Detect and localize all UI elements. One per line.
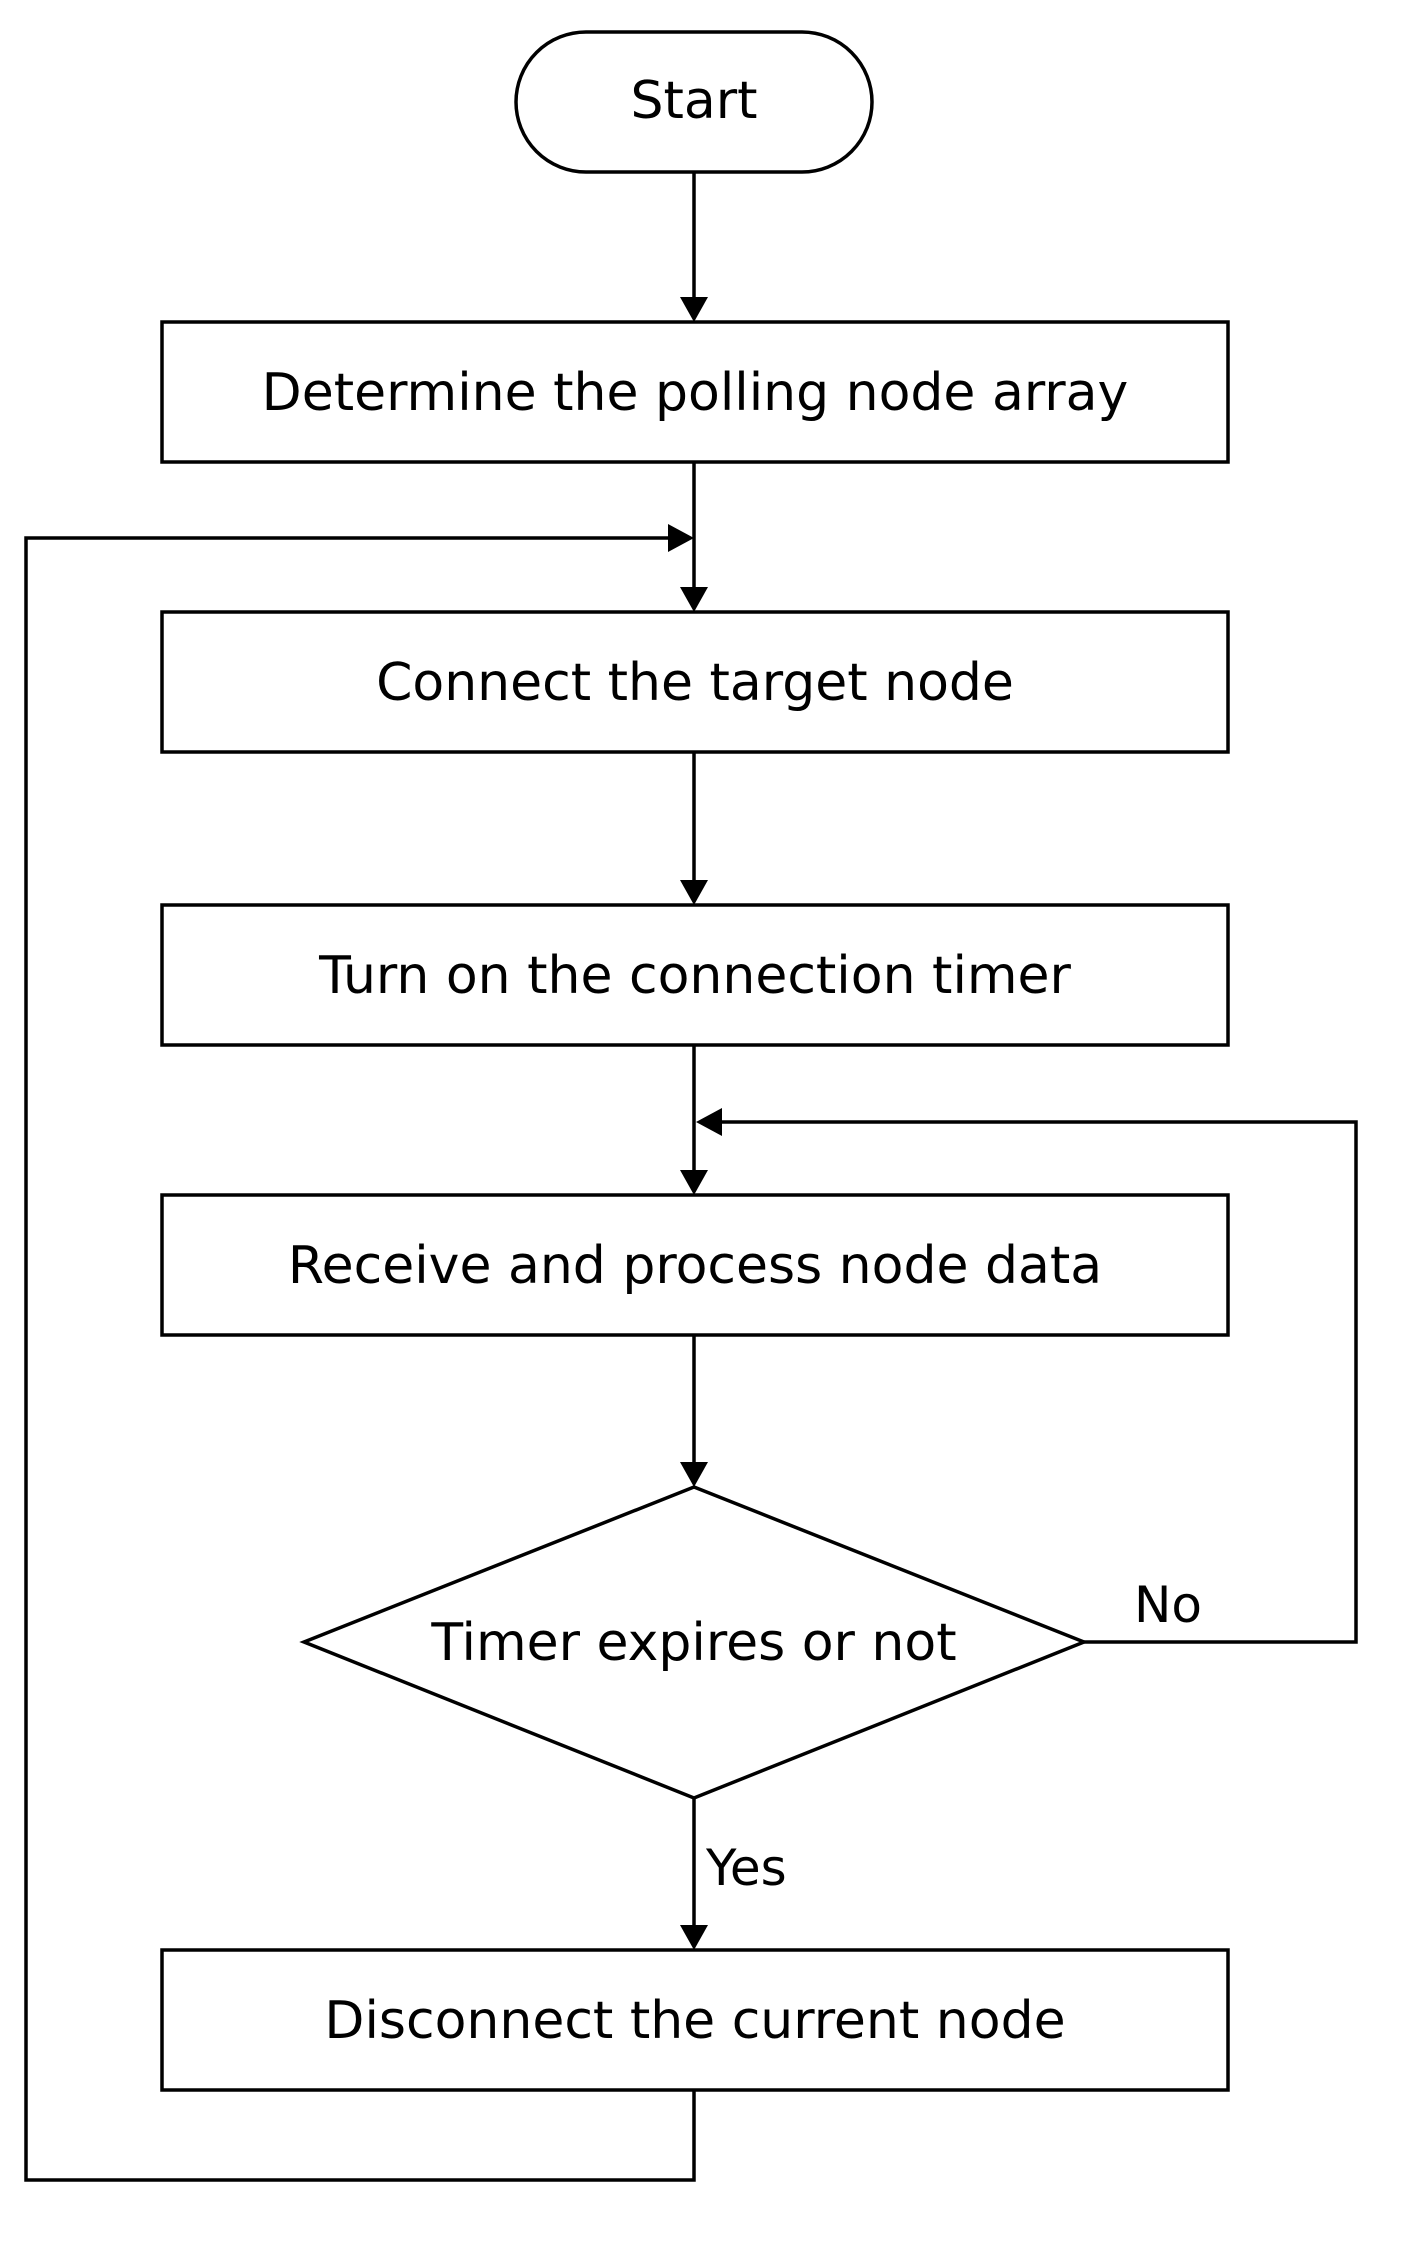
decision-node: Timer expires or not [299, 1485, 1089, 1800]
edge-decision-receive-no: No [696, 1108, 1358, 1644]
connect-node: Connect the target node [160, 610, 1230, 754]
timer-on-label: Turn on the connection timer [318, 946, 1071, 1006]
connect-label: Connect the target node [376, 653, 1014, 713]
start-label: Start [630, 71, 757, 131]
edge-start-determine [680, 172, 708, 322]
disconnect-node: Disconnect the current node [160, 1948, 1230, 2092]
determine-node: Determine the polling node array [160, 320, 1230, 464]
receive-label: Receive and process node data [288, 1236, 1102, 1296]
timer-on-node: Turn on the connection timer [160, 903, 1230, 1047]
edge-determine-connect [680, 462, 708, 612]
edge-connect-timeron [680, 752, 708, 905]
receive-node: Receive and process node data [160, 1193, 1230, 1337]
determine-label: Determine the polling node array [262, 363, 1129, 423]
start-node: Start [514, 30, 874, 174]
no-label: No [1134, 1576, 1202, 1634]
edge-timeron-receive [680, 1045, 708, 1195]
edge-receive-decision [680, 1335, 708, 1487]
edge-disconnect-connect-loop [24, 524, 696, 2182]
yes-label: Yes [705, 1839, 787, 1897]
disconnect-label: Disconnect the current node [324, 1991, 1065, 2051]
decision-label: Timer expires or not [430, 1613, 956, 1673]
edge-decision-disconnect-yes: Yes [680, 1798, 787, 1950]
